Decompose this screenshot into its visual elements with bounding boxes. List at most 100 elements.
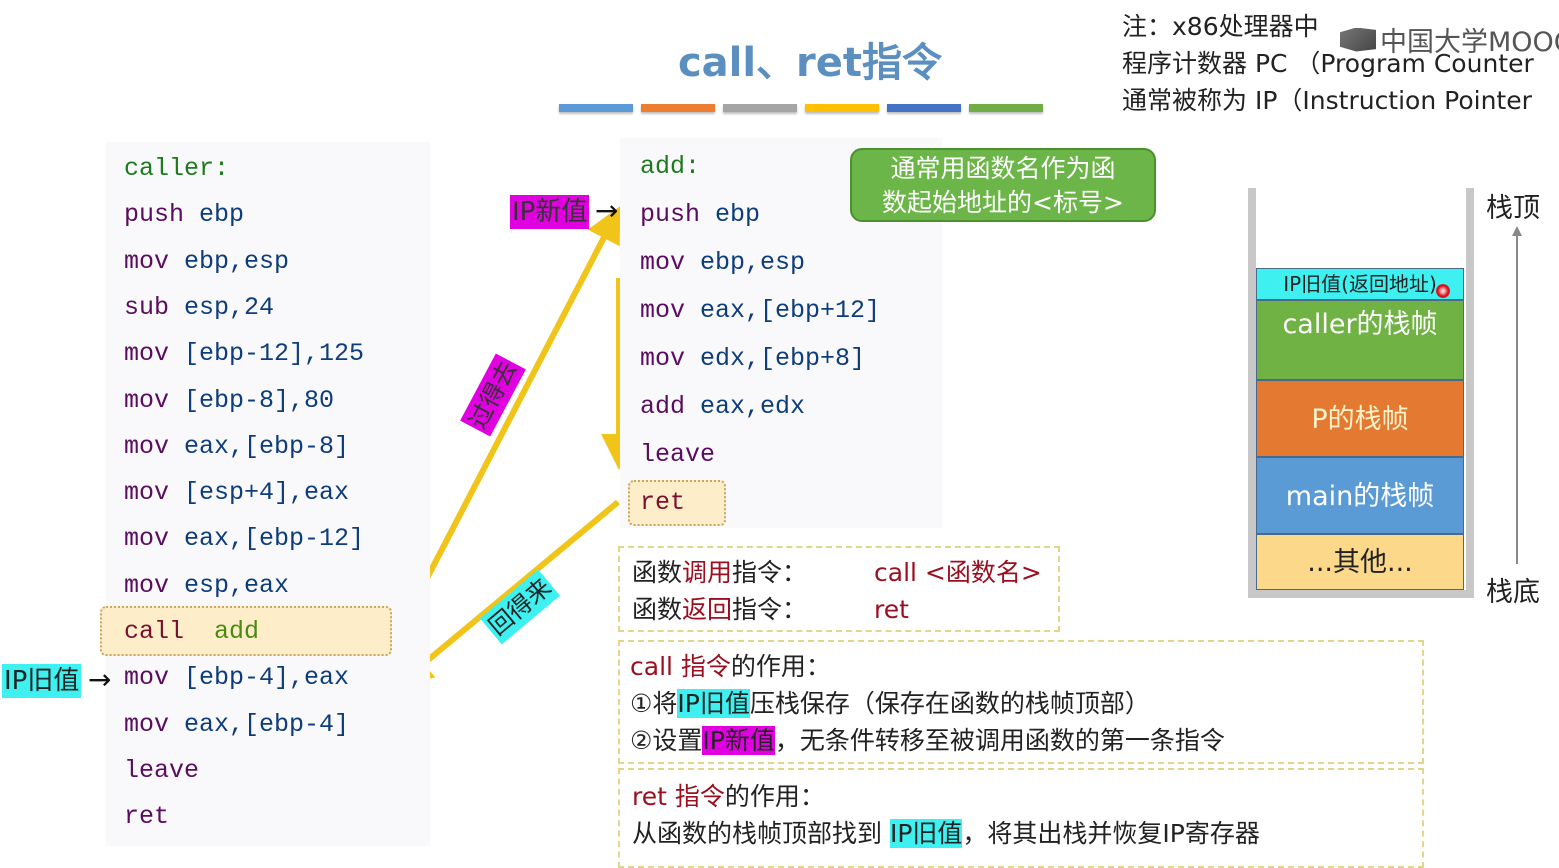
row-label-emph: 调用 (682, 558, 733, 587)
code-line: mov ebp,esp (124, 247, 289, 276)
stack-frame-caller: caller的栈帧 (1256, 300, 1464, 380)
caller-code-panel (106, 142, 430, 846)
call-add-highlight (100, 606, 392, 656)
opcode: mov (124, 524, 170, 554)
color-bar-5 (887, 104, 961, 112)
operands: [ebp-4],eax (184, 663, 350, 693)
code-label: add: (640, 152, 700, 181)
note-text: 注：x86处理器中 程序计数器 PC （Program Counter 通常被称… (1122, 8, 1534, 119)
callout-line-2: 数起始地址的<标号> (882, 188, 1124, 217)
opcode: leave (124, 755, 200, 785)
item-text: ①将 (630, 689, 678, 718)
operands: eax,[ebp+12] (700, 296, 881, 325)
operands: eax,edx (700, 392, 806, 421)
space (184, 617, 214, 646)
opcode: push (124, 200, 185, 230)
color-bar-2 (641, 104, 715, 112)
code-line: mov [esp+4],eax (124, 478, 349, 507)
color-bar-4 (805, 104, 879, 112)
note-line-1: 注：x86处理器中 (1122, 12, 1319, 41)
code-line: mov eax,[ebp-4] (124, 710, 349, 739)
code-line: push ebp (640, 200, 760, 229)
opcode: leave (640, 440, 716, 469)
opcode: mov (124, 385, 170, 415)
heading-emph: ret 指令 (632, 782, 725, 811)
operands: eax,[ebp-8] (184, 431, 350, 461)
code-line: mov esp,eax (124, 571, 289, 600)
code-label: caller: (124, 154, 229, 183)
opcode: mov (124, 246, 170, 276)
space (169, 432, 184, 461)
row-label: 函数 (632, 595, 683, 624)
note-line-2: 程序计数器 PC （Program Counter (1122, 49, 1534, 78)
opcode: sub (124, 292, 170, 322)
code-line: call add (124, 617, 259, 646)
operands: ebp,esp (184, 246, 290, 276)
space (700, 200, 715, 229)
label-callout: 通常用函数名作为函 数起始地址的<标号> (850, 148, 1156, 222)
ip-new-highlight: IP新值 (702, 726, 775, 755)
space (685, 296, 700, 325)
ret-effect-heading: ret 指令的作用： (632, 778, 1410, 815)
ip-old-arrow-icon: → (88, 663, 112, 696)
opcode: mov (124, 431, 170, 461)
instruction-summary-box: 函数调用指令： call <函数名> 函数返回指令： ret (618, 546, 1060, 632)
ip-new-arrow-icon: → (595, 194, 619, 227)
stack-frame-main: main的栈帧 (1256, 457, 1464, 534)
call-effect-item-1: ①将IP旧值压栈保存（保存在函数的栈帧顶部） (630, 685, 1412, 722)
code-line: ret (640, 488, 685, 517)
mooc-watermark: 中国大学MOOC (1340, 20, 1559, 59)
code-line: mov eax,[ebp-12] (124, 524, 364, 553)
stack-frame-return-address: IP旧值(返回地址) (1256, 268, 1464, 300)
note-line-3: 通常被称为 IP（Instruction Pointer (1122, 86, 1532, 115)
opcode: add (640, 392, 686, 421)
opcode: mov (124, 570, 170, 600)
color-bar-1 (559, 104, 633, 112)
space (169, 293, 184, 322)
item-text: 压栈保存（保存在函数的栈帧顶部） (749, 689, 1150, 718)
space (169, 478, 184, 507)
opcode: mov (124, 663, 170, 693)
frame-label: ...其他... (1307, 547, 1413, 578)
opcode: mov (124, 709, 170, 739)
laser-pointer-icon (1436, 284, 1450, 298)
operands: [ebp-8],80 (184, 385, 335, 415)
space (169, 386, 184, 415)
stack-top-label: 栈顶 (1486, 193, 1540, 224)
operands: [ebp-12],125 (184, 339, 365, 369)
code-line: mov eax,[ebp+12] (640, 296, 880, 325)
frame-label: caller的栈帧 (1282, 309, 1438, 340)
operands: ebp,esp (700, 248, 806, 277)
go-arrow (395, 206, 621, 636)
code-line: mov eax,[ebp-8] (124, 432, 349, 461)
frame-label: IP旧值(返回地址) (1283, 272, 1437, 296)
item-text: ，无条件转移至被调用函数的第一条指令 (774, 726, 1225, 755)
space (169, 339, 184, 368)
call-effect-box: call 指令的作用： ①将IP旧值压栈保存（保存在函数的栈帧顶部） ②设置IP… (618, 640, 1424, 764)
mooc-logo-icon (1340, 27, 1376, 52)
opcode: ret (640, 488, 686, 517)
slide-title: call、ret指令 (677, 40, 943, 86)
code-line: ret (124, 802, 169, 831)
space (184, 200, 199, 229)
opcode: mov (124, 339, 170, 369)
ip-new-tag: IP新值 (510, 195, 590, 229)
opcode: push (640, 200, 701, 229)
code-line: add eax,edx (640, 392, 805, 421)
callout-line-1: 通常用函数名作为函 (890, 154, 1116, 183)
space (169, 524, 184, 553)
call-syntax: call <函数名> (874, 558, 1042, 587)
stack-container (1248, 188, 1474, 598)
operands: esp,24 (184, 292, 275, 322)
ret-effect-box: ret 指令的作用： 从函数的栈帧顶部找到 IP旧值，将其出栈并恢复IP寄存器 (618, 768, 1424, 868)
heading-rest: 的作用： (724, 782, 825, 811)
ret-effect-line: 从函数的栈帧顶部找到 IP旧值，将其出栈并恢复IP寄存器 (632, 815, 1410, 852)
opcode: call (124, 617, 185, 646)
item-text: 从函数的栈帧顶部找到 (632, 819, 890, 848)
watermark-text: 中国大学MOOC (1380, 27, 1559, 58)
call-effect-heading: call 指令的作用： (630, 648, 1412, 685)
code-line: mov ebp,esp (640, 248, 805, 277)
space (169, 247, 184, 276)
space (169, 710, 184, 739)
ret-highlight (628, 480, 726, 526)
